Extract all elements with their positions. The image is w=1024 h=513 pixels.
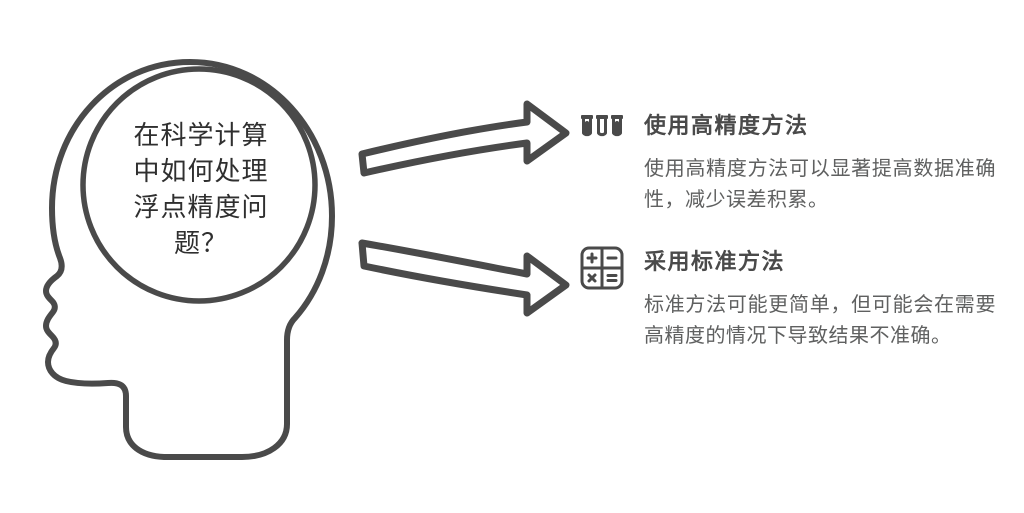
branch-item-1[interactable]: 使用高精度方法 使用高精度方法可以显著提高数据准确性，减少误差积累。 (576, 104, 1006, 216)
test-tubes-icon (581, 115, 623, 137)
branch-item-2-header: 采用标准方法 (576, 240, 1006, 280)
arrow-to-branch-2 (358, 239, 570, 317)
branch-item-1-description: 使用高精度方法可以显著提高数据准确性，减少误差积累。 (644, 158, 996, 211)
branch-item-1-title: 使用高精度方法 (644, 113, 809, 138)
thought-question-text: 在科学计算 中如何处理 浮点精度问 题？ (133, 121, 269, 258)
branch-item-1-header: 使用高精度方法 (576, 104, 1006, 144)
test-tubes-icon-slot (576, 104, 620, 144)
brain-thought-circle-outer (80, 66, 318, 304)
branch-item-2[interactable]: 采用标准方法 标准方法可能更简单，但可能会在需要高精度的情况下导致结果不准确。 (576, 240, 1006, 352)
branch-item-2-description: 标准方法可能更简单，但可能会在需要高精度的情况下导致结果不准确。 (644, 294, 996, 347)
head-profile-silhouette (43, 59, 335, 460)
arrow-to-branch-1 (358, 100, 570, 177)
calculator-icon-slot (576, 240, 620, 280)
branch-item-2-title: 采用标准方法 (644, 249, 786, 274)
calculator-icon (580, 246, 624, 290)
